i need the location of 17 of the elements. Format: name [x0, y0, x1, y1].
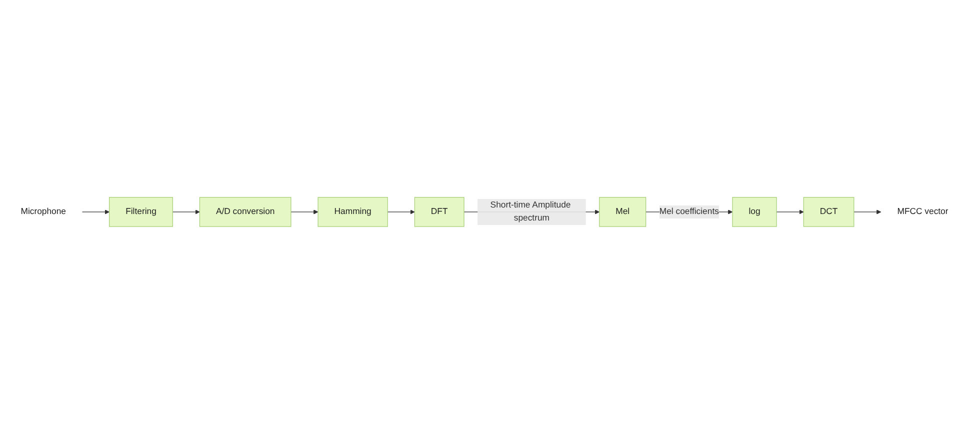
node-box: DFT	[414, 196, 464, 226]
node-text: Microphone	[20, 206, 66, 216]
arrow	[854, 209, 882, 214]
node-box: log	[732, 196, 777, 226]
arrow	[82, 209, 110, 214]
arrow	[172, 209, 200, 214]
node-box: Filtering	[109, 196, 173, 226]
node-box: Mel	[599, 196, 646, 226]
edge-label: Short-time Amplitude spectrum	[490, 200, 571, 222]
node-box: DCT	[803, 196, 854, 226]
arrow	[776, 209, 804, 214]
arrow	[387, 209, 415, 214]
edge-label: Mel coefficients	[659, 206, 719, 216]
node-box: A/D conversion	[199, 196, 292, 226]
node-box: Hamming	[318, 196, 388, 226]
node-text: MFCC vector	[897, 206, 948, 216]
arrow	[290, 209, 318, 214]
